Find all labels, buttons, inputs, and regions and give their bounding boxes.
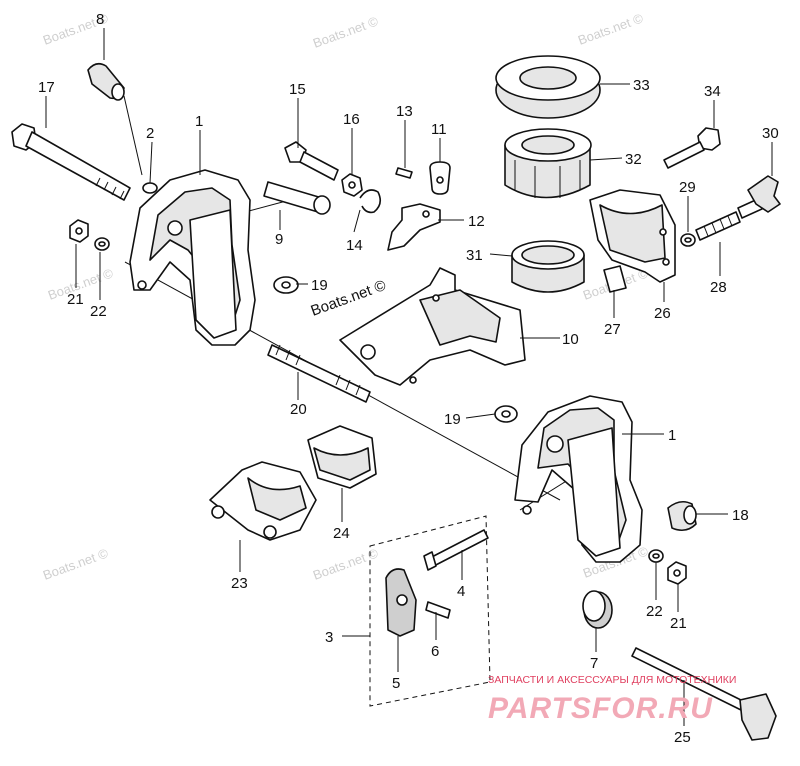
part-4-bolt — [423, 529, 489, 571]
part-25-screw-rod — [631, 647, 777, 741]
part-17-bolt — [11, 123, 131, 201]
callout-20: 20 — [290, 401, 307, 418]
part-10-swivel-bracket — [339, 267, 526, 386]
callout-2: 2 — [146, 125, 154, 142]
part-33-grommet — [495, 55, 601, 119]
part-28-spring — [695, 211, 741, 241]
part-5-pad — [385, 568, 417, 637]
part-21-nut-left — [69, 219, 89, 243]
callout-25: 25 — [674, 729, 691, 746]
callout-7: 7 — [590, 655, 598, 672]
kit-outline — [369, 515, 491, 707]
callout-15: 15 — [289, 81, 306, 98]
callout-22-right: 22 — [646, 603, 663, 620]
part-29-washer — [680, 233, 696, 247]
part-31-sleeve — [511, 240, 585, 293]
part-2-ring — [142, 182, 158, 194]
callout-34: 34 — [704, 83, 721, 100]
callout-8: 8 — [96, 11, 104, 28]
part-9-bolt — [263, 181, 331, 215]
callout-5: 5 — [392, 675, 400, 692]
part-7-disc — [582, 590, 613, 629]
part-11-cap — [429, 161, 451, 195]
callout-6: 6 — [431, 643, 439, 660]
part-32-bushing — [504, 128, 592, 199]
part-34-bolt — [663, 127, 721, 169]
part-1-bracket-left — [129, 169, 256, 346]
callout-26: 26 — [654, 305, 671, 322]
callout-24: 24 — [333, 525, 350, 542]
part-26-clamp-housing — [589, 189, 676, 283]
part-8-bushing — [87, 62, 125, 101]
callout-31: 31 — [466, 247, 483, 264]
callout-16: 16 — [343, 111, 360, 128]
callout-21-left: 21 — [67, 291, 84, 308]
part-13-pin — [395, 167, 413, 179]
part-1-bracket-right — [514, 395, 643, 563]
callout-9: 9 — [275, 231, 283, 248]
callout-14: 14 — [346, 237, 363, 254]
leader-lines — [45, 28, 773, 726]
part-16-nut — [341, 173, 363, 197]
callout-19-upper: 19 — [311, 277, 328, 294]
callout-21-right: 21 — [670, 615, 687, 632]
part-23-clamp — [209, 461, 317, 541]
part-24-clamp-block — [307, 425, 377, 489]
part-30-wing-bolt — [737, 175, 781, 219]
part-12-lever — [387, 203, 441, 251]
callout-18: 18 — [732, 507, 749, 524]
part-19-washer-lower — [494, 405, 518, 423]
callout-10: 10 — [562, 331, 579, 348]
callout-3: 3 — [325, 629, 333, 646]
watermark-text: Boats.net © — [41, 545, 111, 583]
callout-23: 23 — [231, 575, 248, 592]
part-18-bushing — [667, 500, 697, 532]
watermark-text: Boats.net © — [576, 10, 646, 48]
part-14-spring — [359, 189, 382, 214]
callout-28: 28 — [710, 279, 727, 296]
part-22-washer-left — [94, 237, 110, 251]
part-19-washer-upper — [273, 276, 299, 294]
part-22-washer-right — [648, 549, 664, 563]
callout-19-lower: 19 — [444, 411, 461, 428]
brand-logo-text: PARTSFOR.RU — [488, 692, 713, 725]
part-6-pin — [425, 601, 451, 619]
callout-1-left: 1 — [195, 113, 203, 130]
brand-watermark: ЗАПЧАСТИ И АКСЕССУАРЫ ДЛЯ МОТОТЕХНИКИ PA… — [488, 674, 736, 725]
callout-4: 4 — [457, 583, 465, 600]
watermark-text: Boats.net © — [311, 13, 381, 51]
callout-12: 12 — [468, 213, 485, 230]
part-20-stud — [267, 344, 371, 403]
part-21-nut-right — [667, 561, 687, 585]
callout-13: 13 — [396, 103, 413, 120]
part-27-block — [603, 265, 627, 293]
callout-11: 11 — [431, 121, 447, 138]
callout-22-left: 22 — [90, 303, 107, 320]
callout-30: 30 — [762, 125, 779, 142]
callout-27: 27 — [604, 321, 621, 338]
callout-33: 33 — [633, 77, 650, 94]
callout-1-right: 1 — [668, 427, 676, 444]
callout-29: 29 — [679, 179, 696, 196]
part-15-bolt — [284, 141, 339, 181]
brand-tagline: ЗАПЧАСТИ И АКСЕССУАРЫ ДЛЯ МОТОТЕХНИКИ — [488, 674, 736, 686]
callout-17: 17 — [38, 79, 55, 96]
callout-32: 32 — [625, 151, 642, 168]
callout-labels: 8 2 17 1 15 16 13 11 9 14 12 19 21 22 10… — [38, 11, 779, 746]
